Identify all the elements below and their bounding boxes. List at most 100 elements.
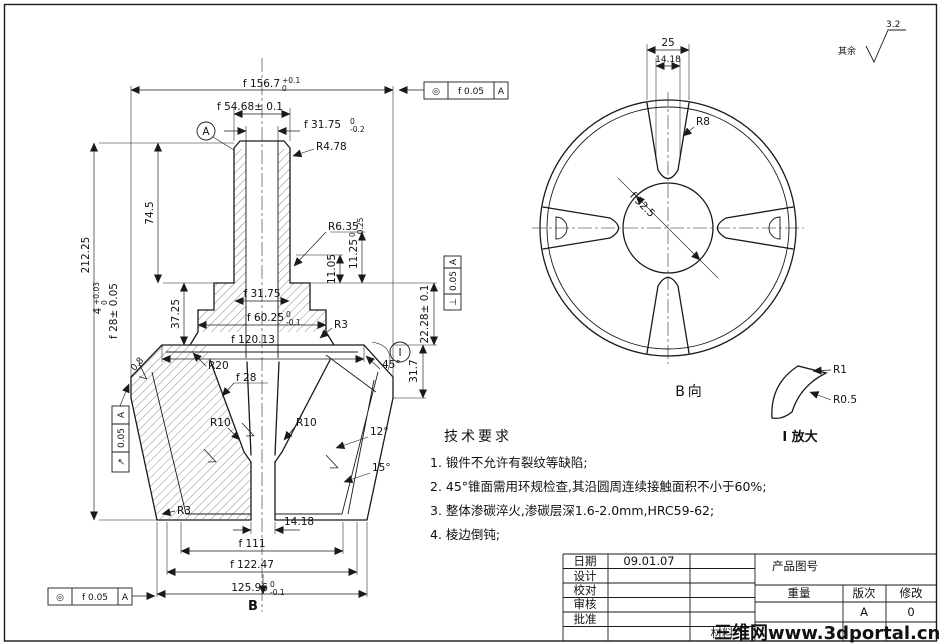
design-label: 设计 [574, 569, 597, 583]
dim-slot-width: 14.18 [284, 516, 314, 528]
dim-120-13: f 120.13 [231, 334, 275, 346]
radius-r3-upper: R3 [334, 319, 348, 331]
detail-i-circle [389, 341, 411, 363]
dim-bore-28: f 28± 0.05 [108, 283, 120, 339]
fcf-perpendicularity-right: ⊥ 0.05 A [443, 255, 462, 311]
radius-r8: R8 [696, 116, 710, 128]
dim-11-05: 11.05 [326, 254, 338, 284]
b-view-dimensions [617, 44, 719, 279]
tech-requirement-item: 2. 45°锥面需用环规检查,其沿圆周连续接触面积不小于60%; [430, 479, 767, 494]
revise-value: 0 [907, 605, 914, 619]
radius-r6-35: R6.35 [328, 221, 359, 233]
dim-outer-diameter: f 156.7 [243, 78, 280, 90]
fcf-right-tolerance: 0.05 [449, 271, 459, 291]
dim-37-25: 37.25 [170, 299, 182, 329]
dim-4: 4 [92, 307, 104, 314]
dim-outer-diameter-tol-up: +0.1 [282, 76, 300, 85]
dim-125-96-tol-up: 0 [270, 580, 275, 589]
fcf-left-tolerance: 0.05 [117, 428, 127, 448]
detail-i-label: I [398, 347, 401, 359]
approve-label: 批准 [574, 612, 597, 626]
material-label: 材料 [711, 626, 734, 640]
section-b-label: B [248, 599, 258, 614]
datum-a-label: A [202, 126, 210, 138]
watermark-text: 三维网www.3dportal.cn [714, 622, 940, 644]
b-direction-view: 25 14.18 R8 f 52.5 B向 [532, 37, 804, 400]
product-number-label: 产品图号 [772, 559, 818, 573]
dim-31-7: 31.7 [408, 359, 420, 382]
dim-hub-52-5: f 52.5 [627, 190, 657, 220]
dim-hub-diameter: f 54.68± 0.1 [217, 101, 283, 113]
dim-bore-top-tol-dn: -0.2 [350, 125, 365, 134]
dim-total-height: 212.25 [80, 237, 92, 274]
roughness-value: 3.2 [886, 20, 900, 30]
dim-25: 25 [661, 37, 674, 49]
dim-11-25: 11.25 [348, 239, 360, 269]
dim-125-96-tol-dn: -0.1 [270, 588, 285, 597]
dim-bore-top: f 31.75 [304, 119, 341, 131]
fcf-concentricity-top: ◎ f 0.05 A [398, 81, 509, 100]
detail-view-label: I 放大 [782, 429, 817, 445]
surface-roughness-note: 3.2 其余 [838, 20, 906, 64]
date-label: 日期 [574, 554, 597, 568]
leader-lines [161, 136, 381, 516]
angle-15: 15° [372, 462, 391, 474]
notch-right [768, 216, 781, 240]
radius-r10-left: R10 [210, 417, 231, 429]
version-value: A [860, 605, 868, 619]
radius-r3-lower: R3 [177, 505, 191, 517]
date-value: 09.01.07 [623, 554, 674, 568]
dim-bore-top-tol-up: 0 [350, 117, 355, 126]
outer-circle [539, 99, 797, 357]
radius-r20: R20 [208, 360, 229, 372]
tech-requirement-item: 1. 锻件不允许有裂纹等缺陷; [430, 455, 588, 470]
angle-45: 45° [382, 359, 401, 371]
dim-14-18-b: 14.18 [655, 55, 681, 65]
fcf-right-symbol: ⊥ [449, 298, 459, 306]
left-section-view: 0.8 f 156.7 +0.1 0 f 54.68± 0.1 f 31.75 … [47, 58, 509, 614]
proof-label: 校对 [574, 583, 597, 597]
review-label: 审核 [574, 597, 597, 611]
dim-22-28: 22.28± 0.1 [419, 285, 431, 344]
dim-111: f 111 [238, 538, 265, 550]
title-block: 日期 09.01.07 设计 校对 审核 批准 材料 产品图号 重量 版次 修改… [562, 553, 936, 642]
detail-i-view: R1 R0.5 I 放大 [771, 364, 857, 445]
radius-r10-right: R10 [296, 417, 317, 429]
dim-inner-31-75: f 31.75 [243, 288, 280, 300]
part-outline [130, 140, 394, 521]
dim-60-25-tol-up: 0 [286, 310, 291, 319]
hub-circle [622, 182, 714, 274]
dim-122-47: f 122.47 [230, 559, 274, 571]
sheet-border [3, 3, 938, 642]
title-block-grid [562, 553, 936, 642]
dim-28: f 28 [236, 372, 256, 384]
fcf-bottom-tolerance: f 0.05 [82, 593, 108, 603]
dim-outer-diameter-tol-dn: 0 [282, 84, 287, 93]
tech-requirements-title: 技术要求 [444, 429, 512, 445]
radius-r1: R1 [833, 364, 847, 376]
technical-requirements: 技术要求 1. 锻件不允许有裂纹等缺陷; 2. 45°锥面需用环规检查,其沿圆周… [430, 429, 767, 542]
dim-11-25-tol-dn: -0.25 [356, 217, 365, 237]
notch-left [555, 216, 568, 240]
weight-label: 重量 [788, 586, 811, 600]
dim-60-25-tol-dn: -0.1 [286, 318, 301, 327]
b-view-label: B向 [675, 384, 705, 400]
fcf-left-datum: A [117, 411, 127, 418]
roughness-rest-label: 其余 [838, 45, 856, 57]
roughness-symbol [865, 29, 906, 64]
fcf-concentricity-bottom: ◎ f 0.05 A [47, 587, 156, 606]
dim-hub-height: 74.5 [144, 201, 156, 224]
rim-inner-circle [546, 106, 790, 350]
radius-r4-78: R4.78 [316, 141, 347, 153]
dim-11-25-tol-up: 0 [348, 232, 357, 237]
dim-60-25: f 60.25 [247, 312, 284, 324]
fcf-top-datum: A [498, 87, 505, 97]
detail-shape [771, 365, 828, 420]
fcf-runout-left: ↗ 0.05 A [111, 383, 130, 473]
fcf-left-symbol: ↗ [117, 458, 127, 466]
fcf-bottom-datum: A [122, 593, 129, 603]
angle-12: 12° [370, 426, 389, 438]
fcf-bottom-symbol: ◎ [56, 593, 64, 603]
